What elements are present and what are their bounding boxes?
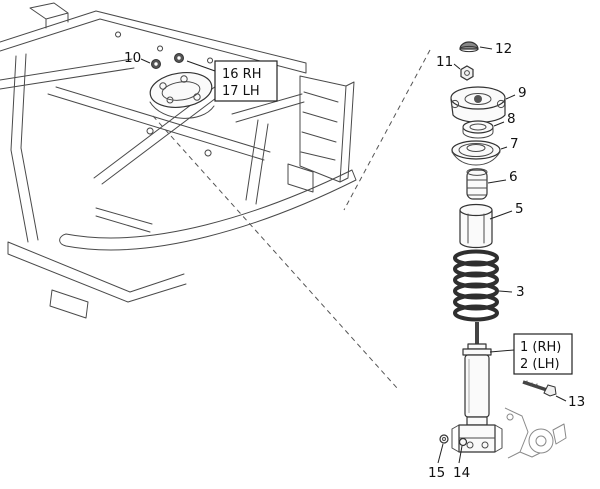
callout-9: 9 [518, 85, 527, 101]
plate-hole [166, 96, 174, 104]
callout-3: 3 [516, 284, 525, 300]
leader-11 [453, 63, 461, 70]
cap-part: 12 [459, 41, 512, 57]
plate-stud-right [174, 53, 184, 63]
plate-hole [180, 75, 188, 83]
callout-10: 10 [124, 50, 141, 66]
callout-15: 15 [428, 465, 445, 481]
plate-hole [193, 93, 201, 101]
callout-14: 14 [453, 465, 470, 481]
leader-14 [458, 445, 463, 464]
callout-7: 7 [510, 136, 519, 152]
location-reference-lines [152, 49, 431, 389]
leader-shock-box [489, 349, 515, 353]
leader-13 [555, 395, 567, 402]
leader-6 [487, 179, 507, 184]
plate-variant-line2: 17 LH [222, 84, 260, 99]
bolt-part: 13 [522, 380, 585, 410]
nut-15 [439, 434, 449, 444]
callout-6: 6 [509, 169, 518, 185]
bump-stop-part: 6 [466, 168, 518, 200]
strut-top-mount: 9 [450, 85, 527, 123]
plate-outline [149, 72, 213, 108]
leader-3 [498, 290, 513, 293]
bearing-part: 8 [462, 111, 516, 139]
leader-12 [479, 46, 493, 50]
dashed-line-lower [152, 115, 398, 389]
washer-14 [458, 437, 468, 447]
leader-8 [493, 121, 505, 127]
callout-12: 12 [495, 41, 512, 57]
plate-stud-left [151, 59, 161, 69]
coil-spring-part: 3 [453, 249, 525, 322]
leader-5 [489, 210, 513, 220]
dashed-line-upper [343, 49, 431, 211]
leader-15 [437, 443, 444, 464]
nut-part: 11 [436, 54, 474, 81]
callout-8: 8 [507, 111, 516, 127]
plate-variant-line1: 16 RH [222, 67, 261, 82]
steering-knuckle-sketch [504, 407, 567, 459]
leader-9 [505, 94, 516, 100]
chassis-line-art [0, 2, 357, 319]
spring-seat-part: 7 [451, 136, 519, 166]
dust-boot-part: 5 [459, 201, 524, 249]
callout-11: 11 [436, 54, 453, 70]
plate-hole [159, 82, 167, 90]
leader-plate-box [186, 60, 216, 72]
shock-variant-line1: 1 (RH) [520, 340, 561, 355]
callout-13: 13 [568, 394, 585, 410]
strut-mounting-plate: 10 16 RH 17 LH [124, 50, 278, 108]
chassis-gusset-plate [287, 75, 355, 193]
shock-variant-box [513, 333, 573, 375]
lower-fasteners: 15 14 [428, 434, 470, 481]
plate-inner [161, 81, 201, 101]
callout-5: 5 [515, 201, 524, 217]
chassis-frame-members [0, 2, 357, 319]
chassis-details [115, 31, 215, 157]
shock-absorber-part: 1 (RH) 2 (LH) [451, 322, 573, 453]
plate-variant-box [214, 60, 278, 102]
leader-7 [500, 146, 508, 150]
shock-variant-line2: 2 (LH) [520, 357, 560, 372]
leader-10 [140, 58, 151, 64]
